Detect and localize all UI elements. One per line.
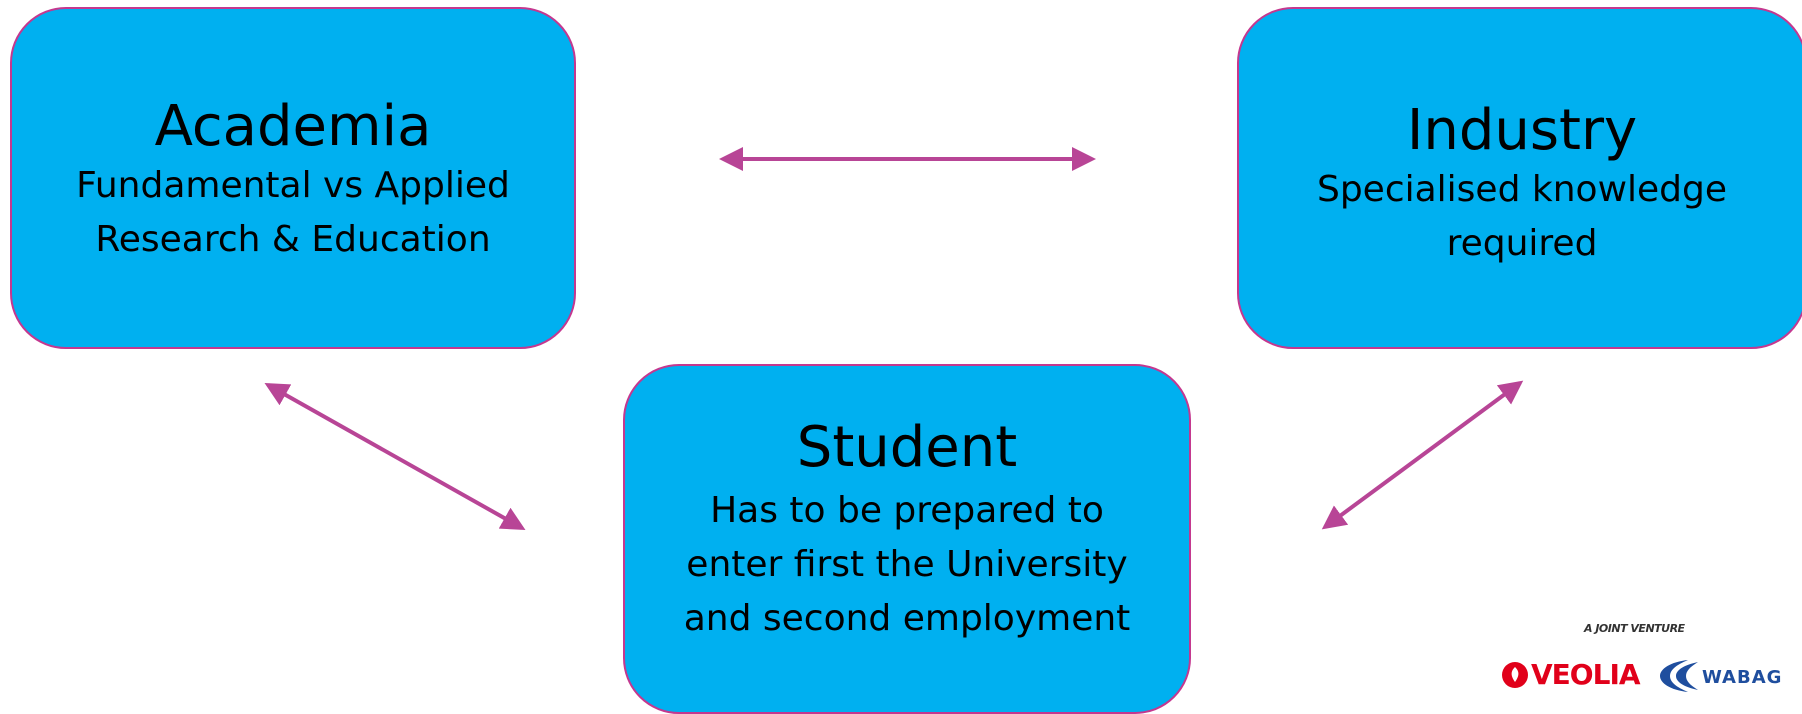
industry-line-2: required [1446, 223, 1598, 265]
student-title: Student [796, 415, 1018, 480]
industry-student-arrow [1321, 380, 1524, 530]
academia-line-2: Research & Education [95, 219, 491, 261]
student-line-2: enter first the University [686, 544, 1128, 586]
academia-student-arrow [264, 383, 526, 530]
wabag-logo-icon: WABAG [1660, 660, 1782, 692]
industry-line-1: Specialised knowledge [1316, 169, 1728, 211]
student-line-1: Has to be prepared to [710, 490, 1104, 532]
student-line-3: and second employment [683, 598, 1131, 640]
academia-title: Academia [154, 94, 432, 159]
industry-box: Industry Specialised knowledge required [1237, 7, 1802, 349]
academia-box: Academia Fundamental vs Applied Research… [10, 7, 576, 349]
wabag-logo-text: WABAG [1702, 667, 1782, 688]
industry-title: Industry [1406, 98, 1638, 163]
joint-venture-caption: A JOINT VENTURE [1584, 622, 1685, 635]
student-box: Student Has to be prepared to enter firs… [623, 364, 1191, 714]
veolia-logo-icon [1502, 662, 1528, 688]
academia-line-1: Fundamental vs Applied [76, 165, 510, 207]
veolia-logo-text: VEOLIA [1531, 658, 1641, 691]
